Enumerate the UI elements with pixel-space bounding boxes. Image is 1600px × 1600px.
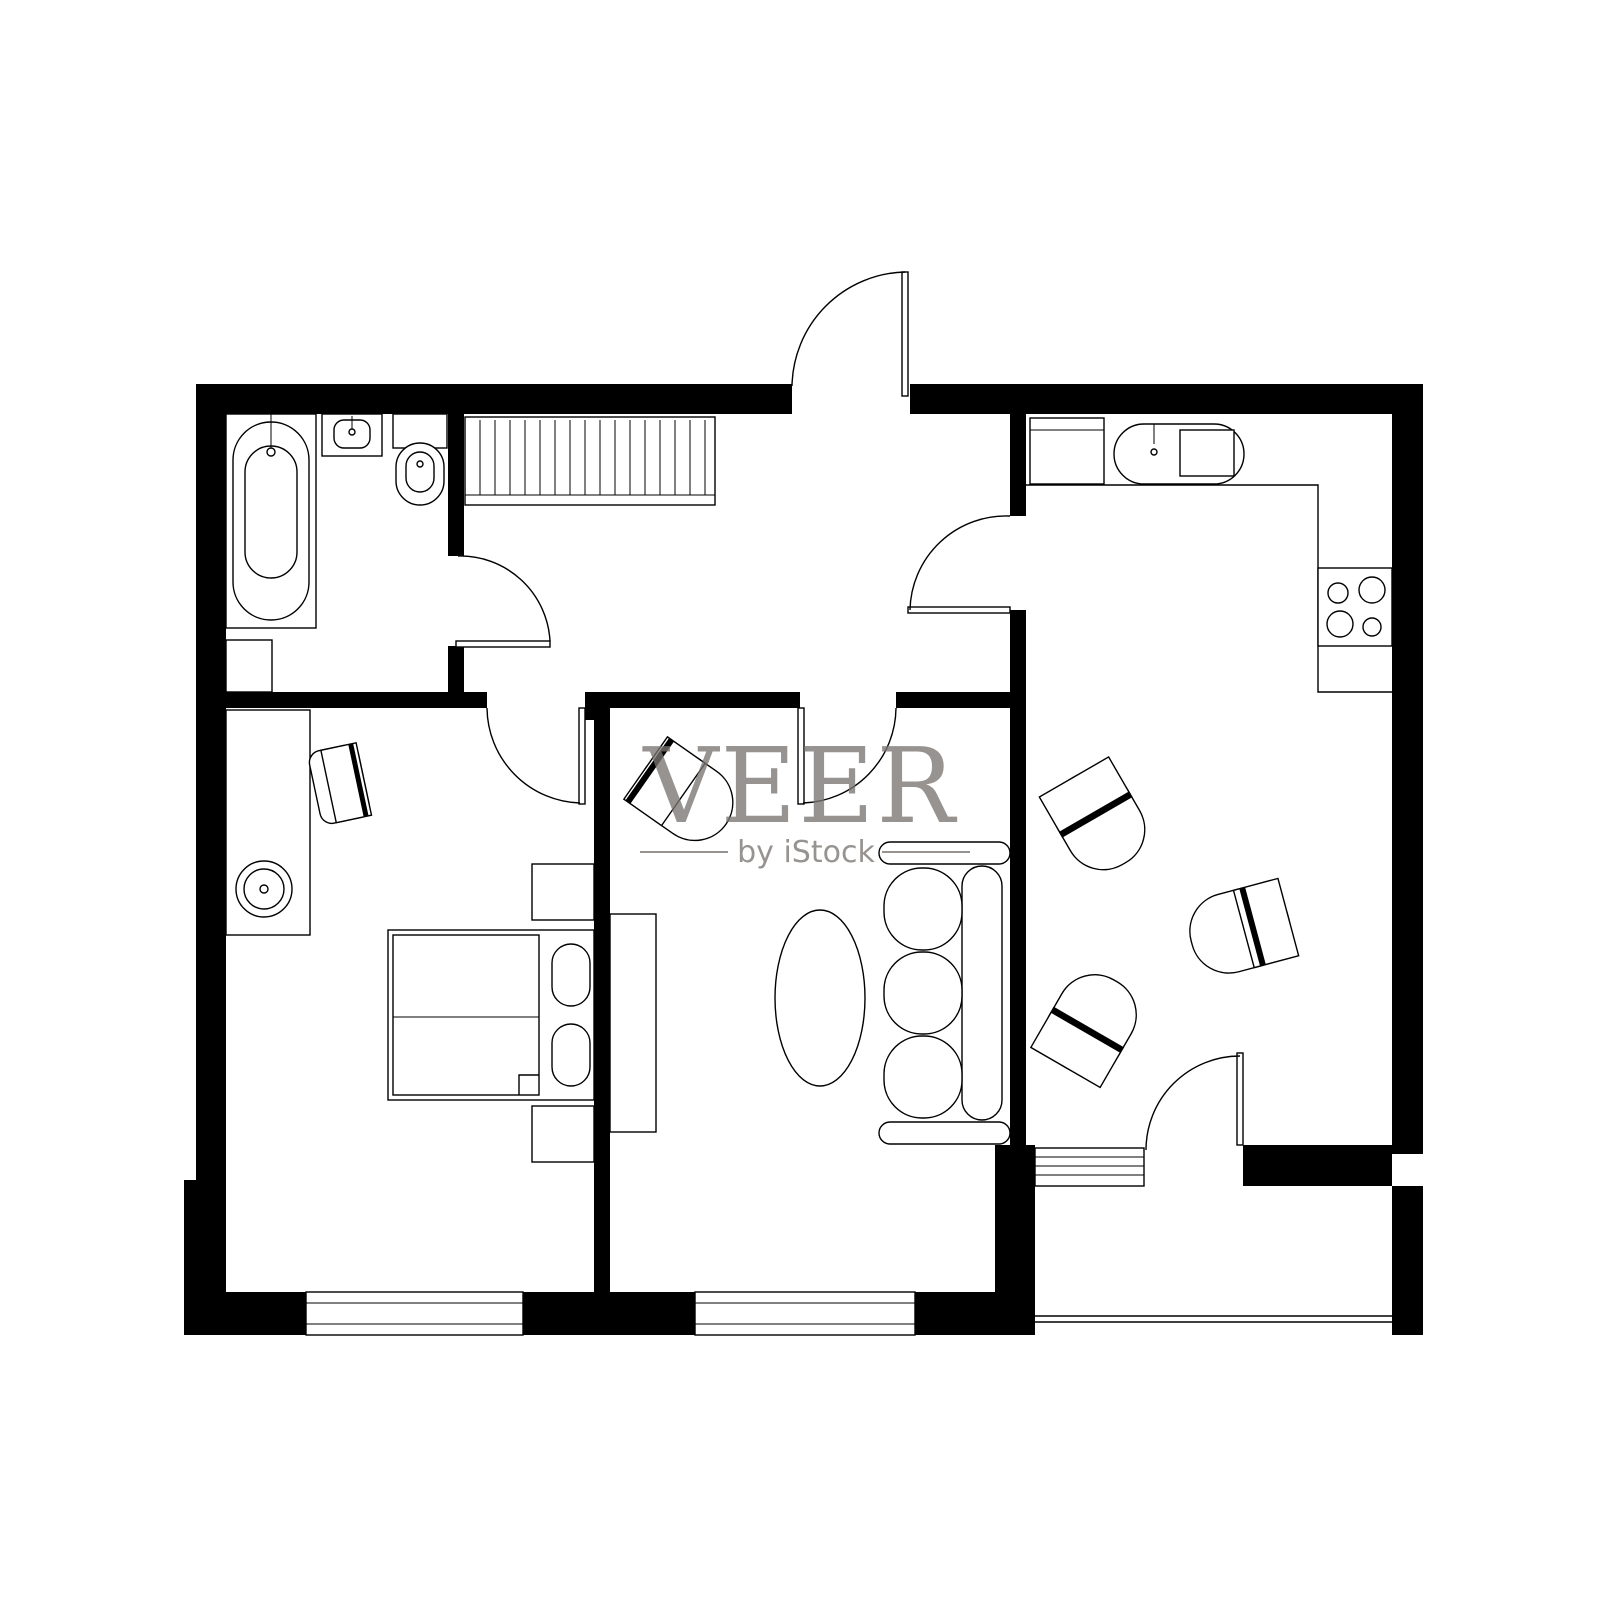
window-living-room xyxy=(694,1291,916,1336)
sofa xyxy=(878,841,1011,1145)
washing-machine xyxy=(225,639,273,693)
dining-chair-3 xyxy=(1029,974,1137,1089)
walls xyxy=(184,384,1423,1335)
window-bedroom xyxy=(305,1291,524,1336)
wall-bottom-mid xyxy=(523,1292,695,1335)
kitchen xyxy=(1026,417,1393,1089)
dining-chair-2 xyxy=(1189,877,1300,974)
wall-bathroom-bottom xyxy=(226,692,487,708)
dining-chair-1 xyxy=(1038,756,1146,871)
nightstand-bottom xyxy=(531,1105,595,1163)
fridge xyxy=(1029,417,1105,485)
living-room xyxy=(609,735,1011,1145)
watermark-tagline: by iStock xyxy=(737,835,875,870)
stove xyxy=(1317,567,1393,647)
double-bed xyxy=(387,929,595,1101)
wall-bathroom-right-top xyxy=(448,414,464,556)
oval-coffee-table xyxy=(774,909,866,1087)
bathroom xyxy=(225,413,448,693)
bathtub xyxy=(225,413,317,629)
wall-top-right xyxy=(910,384,1423,414)
armchair xyxy=(622,735,734,842)
wall-bathroom-right-bottom xyxy=(448,646,464,692)
wall-left-upper xyxy=(196,384,226,1184)
windows xyxy=(305,1291,1392,1336)
wall-balcony-stub xyxy=(1243,1145,1392,1186)
door-bathroom xyxy=(455,555,551,648)
hallway xyxy=(464,416,716,506)
tv-cabinet xyxy=(609,913,657,1133)
wall-living-right-lower xyxy=(995,1145,1035,1335)
door-living-room xyxy=(797,707,897,805)
balcony-rail xyxy=(1035,1315,1392,1323)
kitchen-sink xyxy=(1113,423,1245,485)
wall-bedroom-right xyxy=(594,692,610,1292)
doors xyxy=(455,271,1244,1187)
round-washbasin xyxy=(235,860,293,918)
wall-hall-bottom-left xyxy=(585,692,800,708)
wall-hall-bottom-right xyxy=(896,692,1017,708)
toilet xyxy=(392,413,448,506)
wall-right-lower xyxy=(1392,1186,1423,1335)
wall-kitchen-left-mid xyxy=(1010,610,1026,1150)
watermark: VEER by iStock xyxy=(640,725,970,870)
nightstand-top xyxy=(531,863,595,921)
wall-bedroom-right-jog xyxy=(585,692,610,720)
shoe-rack xyxy=(464,416,716,506)
door-entrance xyxy=(791,271,909,397)
door-bedroom xyxy=(486,707,586,805)
watermark-brand: VEER xyxy=(641,725,957,847)
desk-chair xyxy=(308,742,373,825)
washbasin-small xyxy=(321,413,383,457)
bedroom xyxy=(225,709,595,1163)
wall-kitchen-left-top xyxy=(1010,414,1026,516)
wall-right-upper xyxy=(1392,384,1423,1154)
wall-top-left xyxy=(196,384,792,414)
balcony-steps xyxy=(1034,1147,1145,1187)
door-balcony xyxy=(1034,1052,1244,1187)
door-kitchen xyxy=(907,515,1011,614)
wall-bottom-left xyxy=(184,1292,306,1335)
